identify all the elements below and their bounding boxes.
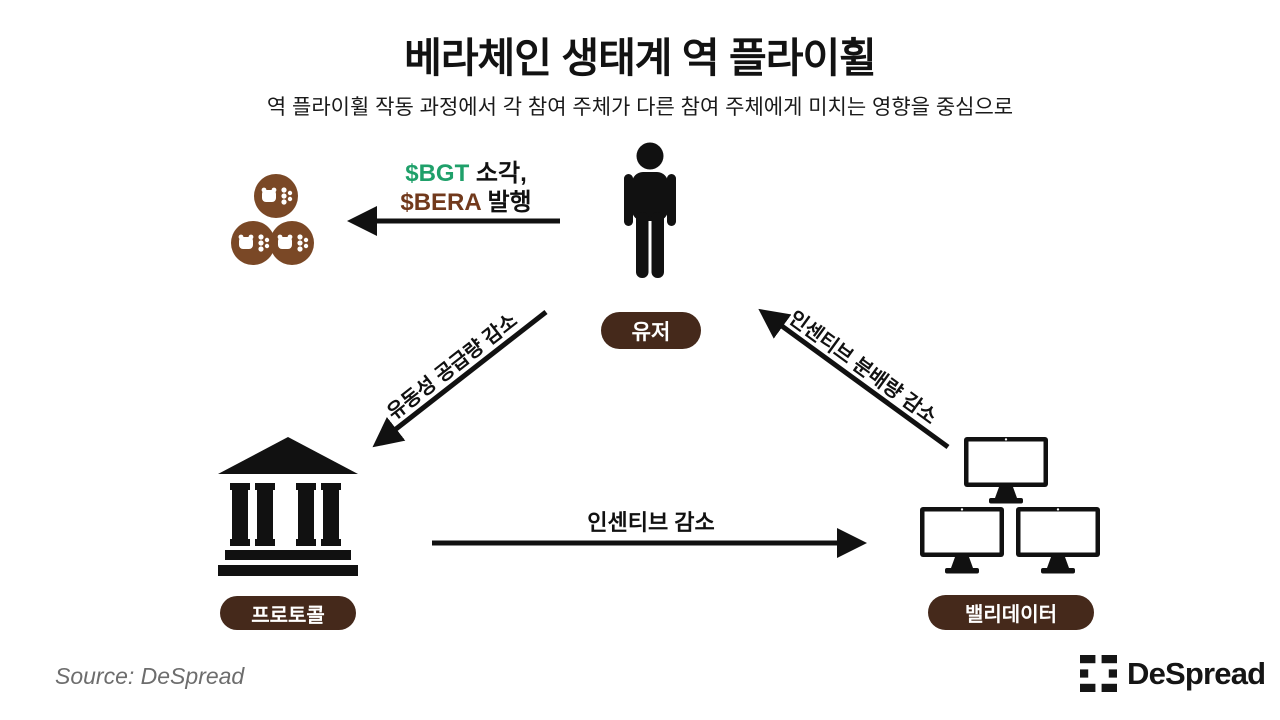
despread-brackets-icon — [1080, 655, 1117, 692]
validator-label-badge: 밸리데이터 — [928, 595, 1094, 630]
edge-label-incentive-decrease: 인센티브 감소 — [587, 510, 715, 535]
edge-label-liquidity-supply-decrease: 유동성 공급량 감소 — [383, 309, 522, 425]
bgt-burn-line: $BGT 소각, — [346, 159, 586, 188]
despread-logo-text: DeSpread — [1127, 655, 1266, 691]
mint-text: 발행 — [480, 189, 532, 216]
bera-ticker: $BERA — [400, 189, 481, 216]
page-title: 베라체인 생태계 역 플라이휠 — [404, 35, 877, 81]
protocol-label-badge: 프로토콜 — [220, 596, 356, 630]
arrow-validator-to-user — [758, 308, 950, 450]
despread-logo: DeSpread — [1080, 655, 1266, 692]
bera-tokens-icon — [231, 174, 314, 265]
monitors-icon — [920, 437, 1100, 574]
source-credit: Source: DeSpread — [55, 663, 245, 689]
page-subtitle: 역 플라이휠 작동 과정에서 각 참여 주체가 다른 참여 주체에게 미치는 영… — [266, 96, 1014, 119]
bgt-ticker: $BGT — [405, 160, 470, 187]
bank-icon — [218, 437, 358, 576]
user-label-badge: 유저 — [601, 312, 701, 349]
edge-label-incentive-distribution-decrease: 인센티브 분배량 감소 — [784, 307, 941, 429]
burn-text: 소각, — [469, 160, 527, 187]
burn-mint-label: $BGT 소각, $BERA 발행 — [346, 159, 586, 217]
arrow-user-to-protocol — [372, 310, 548, 448]
person-icon — [624, 142, 676, 278]
bera-mint-line: $BERA 발행 — [346, 188, 586, 217]
